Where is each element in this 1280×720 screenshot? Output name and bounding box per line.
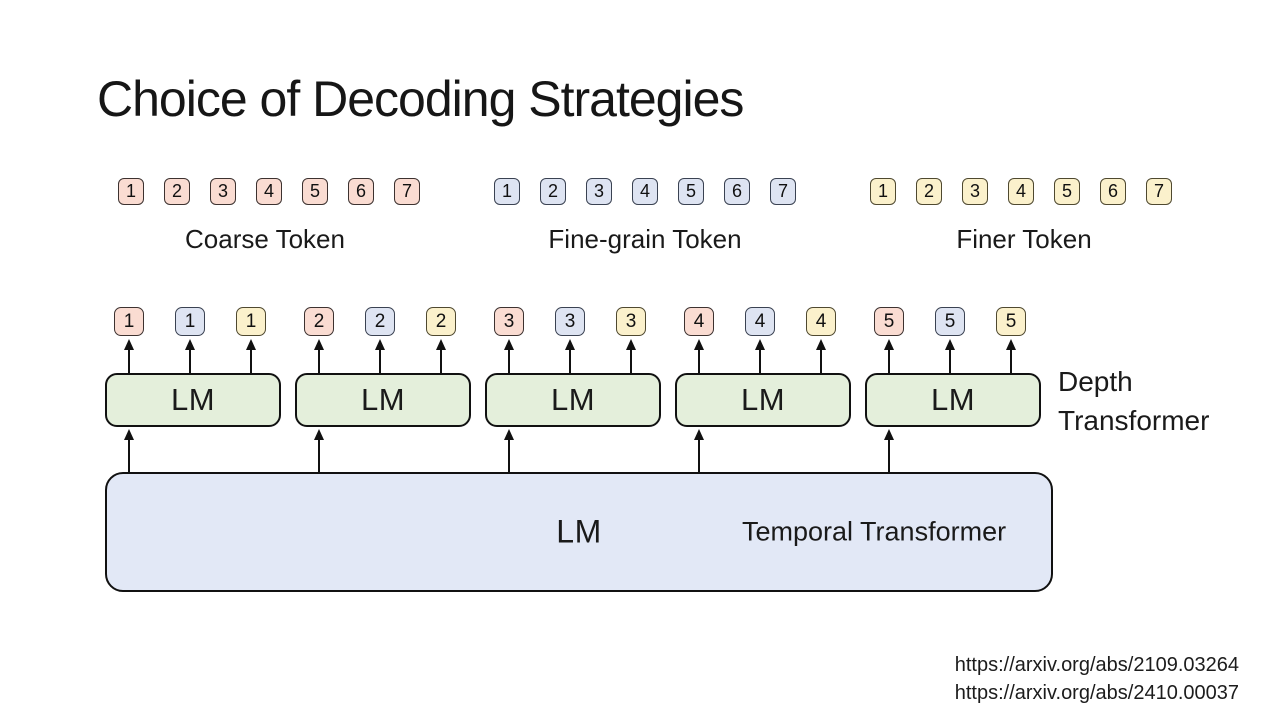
token: 7 [394,178,420,205]
token: 4 [806,307,836,336]
depth-label-line-2: Transformer [1058,405,1210,436]
arrow-up-icon [507,348,511,375]
arrow-up-icon [883,339,894,350]
arrow-up-icon [503,429,514,440]
token: 4 [632,178,658,205]
arrow-up-icon [317,348,321,375]
arrow-up-icon [127,438,131,474]
arrow-up-icon [944,339,955,350]
depth-lm-box: LM [675,373,851,427]
arrow-up-icon [435,339,446,350]
token: 1 [870,178,896,205]
arrow-up-icon [629,348,633,375]
arxiv-link-1: https://arxiv.org/abs/2109.03264 [954,654,1239,676]
token: 1 [114,307,144,336]
token: 7 [770,178,796,205]
arrow-up-icon [127,348,131,375]
token: 2 [540,178,566,205]
token: 7 [1146,178,1172,205]
depth-lm-box: LM [865,373,1041,427]
depth-transformer-label: Depth Transformer [1058,362,1209,440]
token: 5 [874,307,904,336]
arrow-up-icon [758,348,762,375]
arrow-up-icon [815,339,826,350]
temporal-transformer-name: Temporal Transformer [742,516,1007,547]
arrow-up-icon [313,429,324,440]
token: 1 [236,307,266,336]
token: 3 [555,307,585,336]
arrow-up-icon [245,339,256,350]
depth-label-line-1: Depth [1058,366,1133,397]
depth-lm-box: LM [295,373,471,427]
arrow-up-icon [503,339,514,350]
token: 5 [302,178,328,205]
arrow-up-icon [317,438,321,474]
slide-title: Choice of Decoding Strategies [97,71,744,127]
temporal-transformer-box: LM Temporal Transformer [105,472,1053,592]
arrow-up-icon [1005,339,1016,350]
arrow-up-icon [887,348,891,375]
arrow-up-icon [313,339,324,350]
arrow-up-icon [697,438,701,474]
arrow-up-icon [568,348,572,375]
arrow-up-icon [507,438,511,474]
token: 2 [365,307,395,336]
arrow-up-icon [378,348,382,375]
token: 2 [916,178,942,205]
token-row-label-coarse: Coarse Token [185,224,345,254]
token: 6 [1100,178,1126,205]
token: 4 [745,307,775,336]
arrow-up-icon [693,339,704,350]
token: 5 [935,307,965,336]
reference-links: https://arxiv.org/abs/2109.03264 https:/… [955,651,1239,707]
arxiv-link-2: https://arxiv.org/abs/2410.00037 [954,682,1239,704]
arrow-up-icon [123,429,134,440]
arrow-up-icon [1009,348,1013,375]
token: 3 [616,307,646,336]
arrow-up-icon [693,429,704,440]
arrow-up-icon [883,429,894,440]
token: 2 [164,178,190,205]
depth-lm-box: LM [485,373,661,427]
depth-lm-box: LM [105,373,281,427]
token: 3 [586,178,612,205]
token: 3 [210,178,236,205]
token: 2 [304,307,334,336]
arrow-up-icon [819,348,823,375]
arrow-up-icon [184,339,195,350]
arrow-up-icon [374,339,385,350]
arrow-up-icon [754,339,765,350]
token: 4 [684,307,714,336]
token-row-label-fine-grain: Fine-grain Token [548,224,742,254]
token: 6 [724,178,750,205]
token: 5 [996,307,1026,336]
token: 5 [1054,178,1080,205]
arrow-up-icon [625,339,636,350]
arrow-up-icon [564,339,575,350]
token: 2 [426,307,456,336]
token: 1 [494,178,520,205]
token: 4 [256,178,282,205]
arrow-up-icon [887,438,891,474]
arrow-up-icon [249,348,253,375]
arrow-up-icon [439,348,443,375]
token-row-label-finer: Finer Token [956,224,1092,254]
token: 5 [678,178,704,205]
arrow-up-icon [948,348,952,375]
token: 3 [962,178,988,205]
token: 6 [348,178,374,205]
arrow-up-icon [123,339,134,350]
token: 1 [118,178,144,205]
temporal-lm-label: LM [556,513,602,550]
arrow-up-icon [188,348,192,375]
arrow-up-icon [697,348,701,375]
token: 4 [1008,178,1034,205]
token: 3 [494,307,524,336]
token: 1 [175,307,205,336]
